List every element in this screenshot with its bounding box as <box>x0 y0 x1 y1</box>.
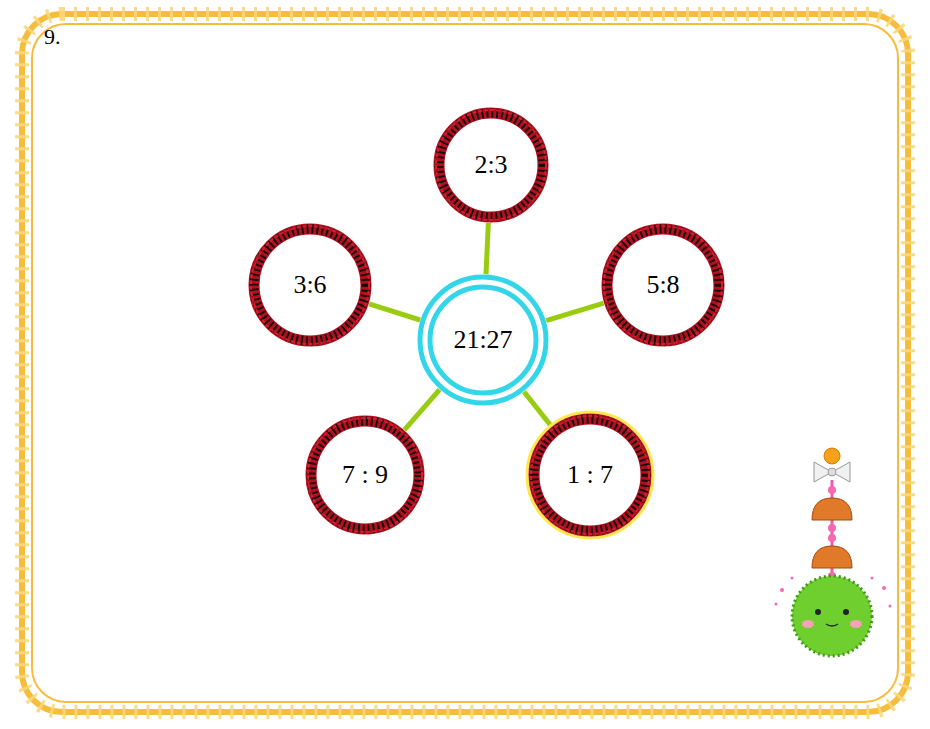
connector-line <box>546 303 604 321</box>
ratio-text: 3:6 <box>293 270 326 300</box>
ratio-text: 21:27 <box>453 325 512 355</box>
connector-line <box>404 390 439 430</box>
ratio-text: 7 : 9 <box>342 460 388 490</box>
text-holder: 21:27 <box>417 274 549 406</box>
ratio-circle: 3:6 <box>248 223 372 347</box>
text-holder: 3:6 <box>248 223 372 347</box>
text-holder: 2:3 <box>433 107 549 223</box>
ratio-circle: 5:8 <box>601 223 725 347</box>
question-number: 9. <box>44 24 61 50</box>
connector-line <box>486 223 488 274</box>
ratio-text: 5:8 <box>646 270 679 300</box>
center-circle: 21:27 <box>417 274 549 406</box>
text-holder: 5:8 <box>601 223 725 347</box>
ratio-circle: 1 : 7 <box>528 413 652 537</box>
ratio-circle: 2:3 <box>433 107 549 223</box>
text-holder: 1 : 7 <box>528 413 652 537</box>
ratio-circle: 7 : 9 <box>305 415 425 535</box>
text-holder: 7 : 9 <box>305 415 425 535</box>
connector-line <box>369 304 420 320</box>
connector-line <box>524 392 551 427</box>
ratio-text: 1 : 7 <box>567 460 613 490</box>
ratio-text: 2:3 <box>474 150 507 180</box>
